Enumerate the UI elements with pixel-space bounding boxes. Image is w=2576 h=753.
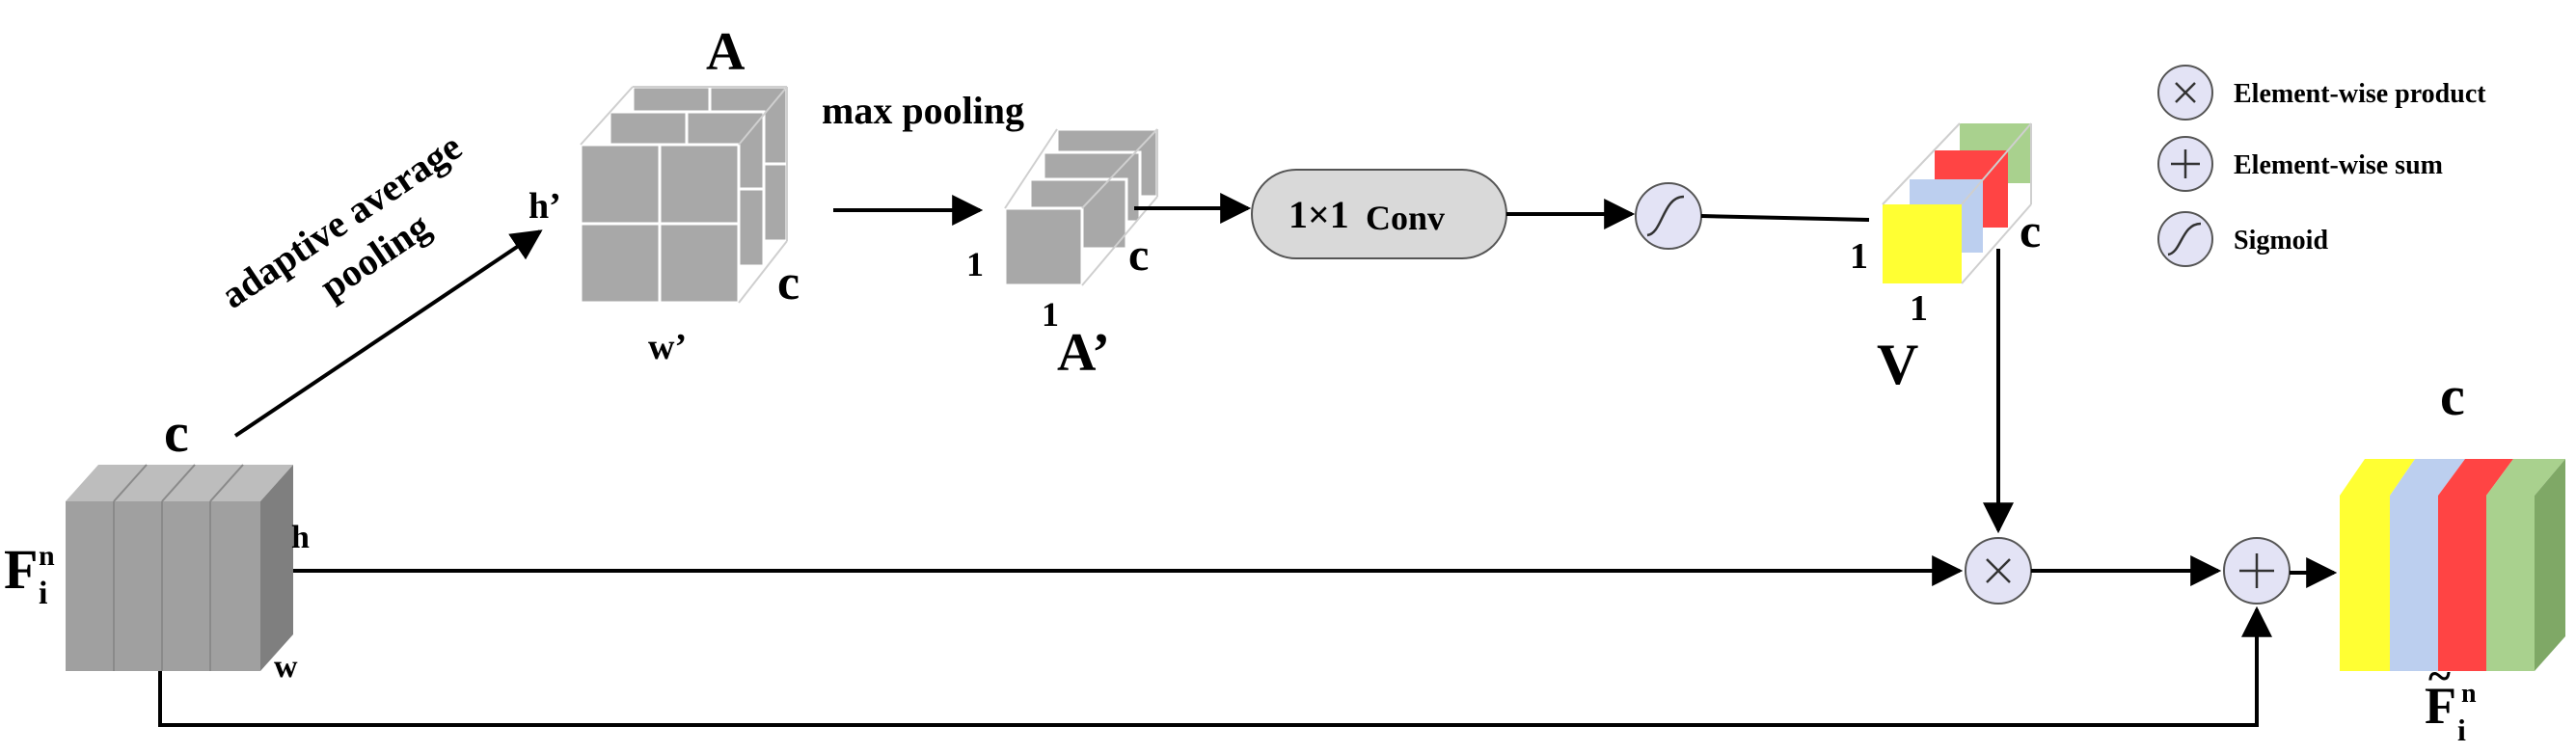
conv-size-label: 1×1 (1288, 193, 1349, 236)
legend-item-sum: Element-wise sum (2157, 136, 2443, 192)
label-w-prime: w’ (648, 327, 687, 367)
input-label-sub: i (39, 576, 47, 611)
label-V-1-bottom: 1 (1910, 288, 1928, 329)
label-V: V (1877, 333, 1918, 396)
label-Ap-channel: c (1128, 229, 1149, 281)
legend-label-sigmoid: Sigmoid (2234, 226, 2328, 255)
label-A-channel: c (777, 255, 800, 310)
multiply-icon (1986, 558, 2011, 583)
multiply-op (1965, 537, 2032, 605)
sigmoid-icon (1646, 195, 1685, 237)
sigmoid-icon (2167, 222, 2202, 256)
legend-label-product: Element-wise product (2234, 79, 2486, 109)
label-V-channel: c (2020, 203, 2041, 257)
legend-item-sigmoid: Sigmoid (2157, 211, 2328, 267)
label-A: A (706, 22, 746, 82)
output-blue-channel (2390, 496, 2438, 671)
block-V (1882, 122, 2032, 284)
plus-icon (2239, 553, 2274, 588)
output-yellow-channel (2340, 496, 2390, 671)
block-A-prime (1003, 127, 1159, 287)
input-label-F: F (4, 538, 38, 601)
label-Ap-1-left: 1 (966, 245, 984, 283)
output-feature-block (2340, 459, 2565, 671)
label-A-prime: A’ (1057, 323, 1110, 383)
V-yellow (1883, 204, 1962, 283)
legend-label-sum: Element-wise sum (2234, 150, 2443, 180)
input-width-label: w (274, 649, 298, 685)
input-feature-block (66, 464, 293, 671)
input-channel-label: c (164, 401, 189, 464)
label-Ap-1-bottom: 1 (1042, 295, 1059, 334)
input-label-sup: n (39, 540, 55, 572)
input-side-face (260, 465, 293, 671)
sigmoid-to-V-line (1700, 214, 1870, 222)
sum-op (2223, 537, 2291, 605)
pooling-arrow (233, 229, 543, 438)
output-red-channel (2438, 496, 2486, 671)
legend: Element-wise product Element-wise sum Si… (2157, 65, 2486, 267)
output-label-tilde: ~ (2428, 653, 2451, 700)
multiply-icon (2175, 82, 2196, 103)
max-pooling-label: max pooling (822, 89, 1024, 132)
sigmoid-op (1635, 182, 1702, 250)
output-label-sup: n (2461, 679, 2477, 709)
residual-connection (158, 605, 2272, 727)
legend-item-product: Element-wise product (2157, 65, 2486, 121)
output-label-sub: i (2457, 713, 2466, 747)
conv-word-label: Conv (1366, 199, 1445, 237)
input-height-label: h (291, 520, 310, 555)
block-A (579, 85, 789, 305)
pooling-label: adaptive average pooling (213, 124, 470, 316)
output-label-F: F (2425, 677, 2456, 735)
output-channel-label: c (2440, 364, 2465, 427)
output-green-channel (2486, 496, 2535, 671)
label-V-1-left: 1 (1850, 236, 1868, 277)
label-h-prime: h’ (529, 186, 561, 227)
plus-icon (2171, 149, 2200, 178)
